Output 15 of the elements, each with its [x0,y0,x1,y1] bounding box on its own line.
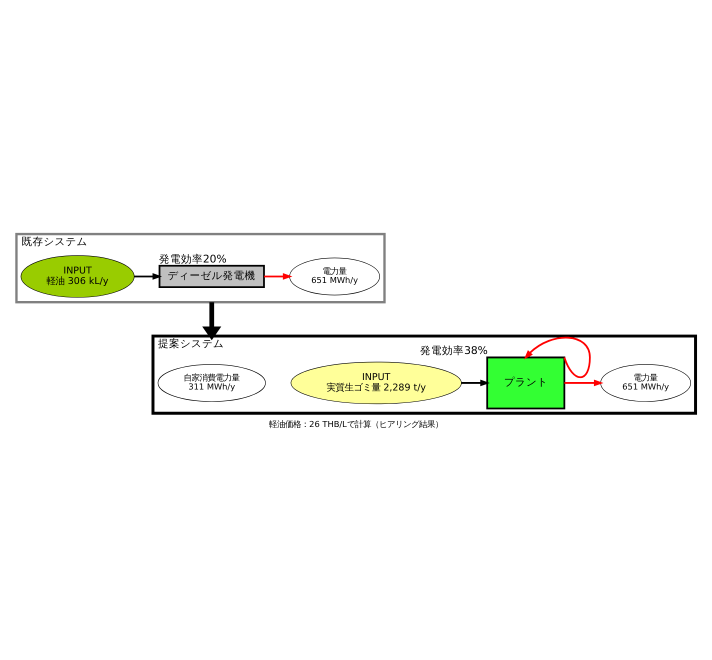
node-ellipse: INPUT 軽油 306 kL/y [20,254,135,298]
node-ellipse: INPUT 実質生ゴミ量 2,289 t/y [290,361,462,404]
node-label: 発電効率38% [420,344,488,357]
arrow [134,272,162,280]
node-box: ディーゼル発電機 [158,264,265,288]
arrow [202,302,222,340]
node-label: 発電効率20% [158,252,227,265]
arrow [564,379,604,386]
arrow [462,379,490,386]
node-ellipse: 電力量 651 MWh/y [600,364,691,402]
node-ellipse: 電力量 651 MWh/y [289,257,380,295]
node-box: プラント [486,356,566,409]
caption: 軽油価格：26 THB/Lで計算（ヒアリング結果） [269,418,443,428]
arrow [264,272,292,280]
node-ellipse: 自家消費電力量 311 MWh/y [158,364,266,402]
